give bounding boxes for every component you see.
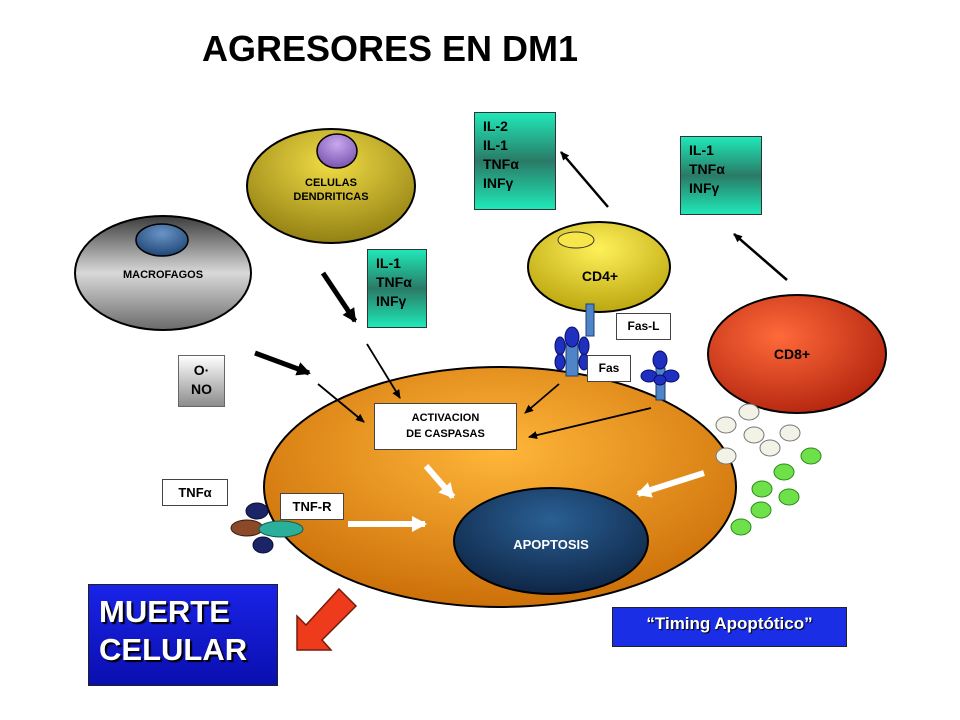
page-title: AGRESORES EN DM1 <box>201 28 579 69</box>
cytokine-inf: INFγ <box>376 293 407 309</box>
radicals-box: O· NO <box>178 355 225 407</box>
macrophage-nucleus <box>135 223 189 257</box>
dendriticas-label: CELULAS DENDRITICAS <box>271 176 391 204</box>
arrow-cd8-to-il1 <box>733 233 788 281</box>
dendritic-cell <box>246 128 416 244</box>
cytokine-il1: IL-1 <box>376 255 401 271</box>
dendritic-cytokine-box: IL-1 TNFα INFγ <box>367 249 427 328</box>
radical-no-label: NO <box>191 381 212 397</box>
cytokine-tnf: TNFα <box>376 274 412 290</box>
fas-label: Fas <box>587 355 631 382</box>
dendriticas-line1: CELULAS <box>305 177 357 189</box>
muerte-line2: CELULAR <box>99 632 248 667</box>
arrow-cd4-to-il2 <box>560 151 609 208</box>
cd8-cell <box>707 294 887 414</box>
white-arrow-caspases-1 <box>423 464 456 499</box>
cytokine-inf: INFγ <box>483 175 514 191</box>
dendriticas-line2: DENDRITICAS <box>293 191 369 203</box>
tnf-label: TNFα <box>162 479 228 506</box>
arrow-dendritic-to-cell <box>320 271 358 323</box>
macrofagos-label: MACROFAGOS <box>122 269 204 281</box>
tnf-receptor-cluster <box>230 502 304 554</box>
cd4-nucleus <box>557 231 595 249</box>
fas-receptor-right <box>640 350 680 401</box>
fas-receptor-left <box>554 326 590 377</box>
cd8-cytokine-box: IL-1 TNFα INFγ <box>680 136 762 215</box>
caspases-box: ACTIVACION DE CASPASAS <box>374 403 517 450</box>
caspases-line1: ACTIVACION <box>411 412 480 424</box>
big-red-arrow <box>296 587 358 651</box>
muerte-line1: MUERTE <box>99 594 230 629</box>
arrow-radicals-to-caspases <box>317 383 365 423</box>
arrow-cd8fas-to-caspases <box>528 407 652 440</box>
radical-o-label: O· <box>193 362 210 378</box>
macrophage-cell <box>74 215 252 331</box>
apoptosis-label: APOPTOSIS <box>513 537 589 552</box>
cytokine-tnf: TNFα <box>483 156 519 172</box>
cytokine-il1: IL-1 <box>483 137 508 153</box>
apoptosis-nucleus <box>453 487 649 595</box>
arrow-macrophage-to-cell <box>254 350 311 376</box>
arrow-dendritic-cytokines <box>366 343 401 399</box>
cd4-label: CD4+ <box>581 268 619 284</box>
granules <box>715 403 822 536</box>
timing-apoptotico-box: “Timing Apoptótico” <box>612 607 847 647</box>
cd8-label: CD8+ <box>773 346 811 362</box>
tnf-r-label: TNF-R <box>280 493 344 520</box>
cytokine-il1: IL-1 <box>689 142 714 158</box>
white-arrow-granules <box>636 470 705 498</box>
cytokine-inf: INFγ <box>689 180 720 196</box>
cd4-cytokine-box: IL-2 IL-1 TNFα INFγ <box>474 112 556 210</box>
cytokine-il2: IL-2 <box>483 118 508 134</box>
dendritic-nucleus <box>316 133 358 169</box>
cytokine-tnf: TNFα <box>689 161 725 177</box>
muerte-celular-box: MUERTE CELULAR <box>88 584 278 686</box>
fas-l-receptor <box>585 303 595 337</box>
arrow-fas-to-caspases <box>524 383 560 414</box>
fas-l-label: Fas-L <box>616 313 671 340</box>
cd4-cell <box>527 221 671 313</box>
caspases-line2: DE CASPASAS <box>406 428 485 440</box>
